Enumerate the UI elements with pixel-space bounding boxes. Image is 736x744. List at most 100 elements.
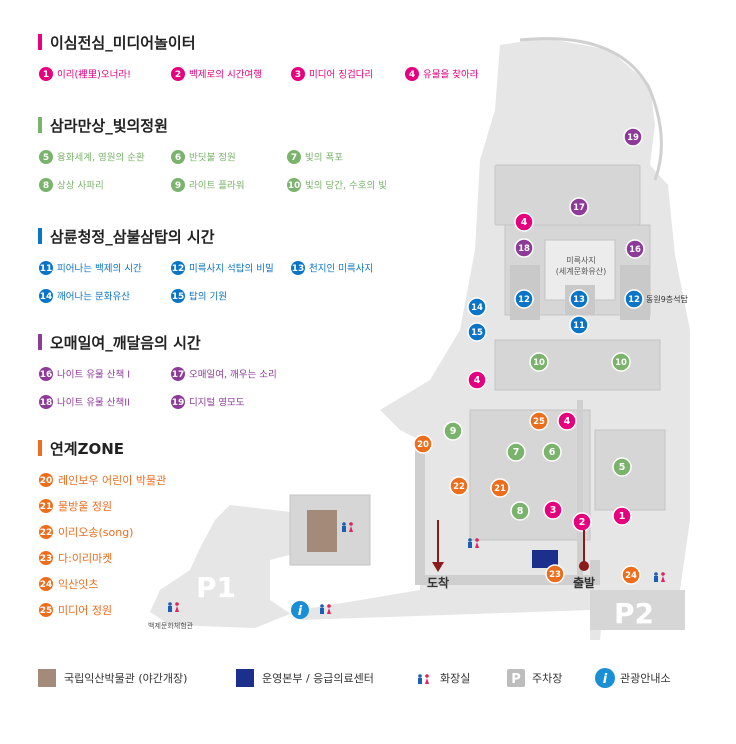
toilet-legend-icon <box>418 674 429 684</box>
map-marker-24[interactable] <box>621 565 641 585</box>
map-marker-16[interactable] <box>625 239 645 259</box>
info-center-icon[interactable] <box>291 601 309 619</box>
map-marker-number: 2 <box>579 517 586 528</box>
map-marker-10[interactable] <box>611 352 631 372</box>
parking-lot-2 <box>590 590 685 630</box>
program-number: 18 <box>40 398 53 408</box>
program-number: 8 <box>43 181 49 191</box>
program-number: 1 <box>43 70 49 80</box>
map-marker-22[interactable] <box>449 476 469 496</box>
map-marker-23[interactable] <box>545 564 565 584</box>
program-label[interactable]: 미디어 정원 <box>58 604 112 617</box>
map-marker-21[interactable] <box>490 478 510 498</box>
map-marker-11[interactable] <box>569 315 589 335</box>
map-marker-14[interactable] <box>467 297 487 317</box>
program-label[interactable]: 반딧불 정원 <box>189 153 236 164</box>
program-label[interactable]: 깨어나는 문화유산 <box>57 291 130 303</box>
map-marker-25[interactable] <box>529 411 549 431</box>
program-label[interactable]: 융화세계, 영원의 순환 <box>57 152 145 164</box>
exhibition-hall-label: 백제문화체험관 <box>148 621 194 630</box>
program-label[interactable]: 물방울 정원 <box>58 500 112 513</box>
hill-edge <box>519 37 663 181</box>
program-label[interactable]: 이리(裡里)오너라! <box>57 69 131 81</box>
toilet-icon <box>654 572 665 582</box>
program-label[interactable]: 빛의 폭포 <box>305 153 343 164</box>
map-marker-number: 12 <box>518 295 530 305</box>
map-marker-number: 8 <box>517 506 524 517</box>
program-label[interactable]: 디지털 영모도 <box>189 397 245 409</box>
map-marker-20[interactable] <box>413 434 433 454</box>
map-marker-number: 3 <box>550 505 557 516</box>
program-label[interactable]: 천지인 미륵사지 <box>309 264 373 275</box>
program-number-badge <box>39 577 53 591</box>
toilet-legend-label: 화장실 <box>440 672 470 685</box>
main-road <box>415 440 600 585</box>
map-marker-number: 15 <box>471 328 483 338</box>
program-number: 22 <box>40 528 53 538</box>
program-label[interactable]: 탑의 기원 <box>189 291 227 303</box>
program-label[interactable]: 빛의 당간, 수호의 빛 <box>305 181 387 192</box>
program-label[interactable]: 오매일여, 깨우는 소리 <box>189 369 277 381</box>
program-label[interactable]: 미디어 징검다리 <box>309 69 373 81</box>
map-marker-number: 13 <box>573 295 585 305</box>
program-number: 12 <box>172 264 185 274</box>
program-number-badge <box>39 603 53 617</box>
program-label[interactable]: 미륵사지 석탑의 비밀 <box>189 263 274 275</box>
program-label[interactable]: 백제로의 시간여행 <box>189 69 262 81</box>
map-marker-9[interactable] <box>443 421 463 441</box>
program-label[interactable]: 피어나는 백제의 시간 <box>57 264 142 275</box>
program-number-badge <box>171 150 185 164</box>
map-marker-12[interactable] <box>514 289 534 309</box>
program-number-badge <box>171 261 185 275</box>
map-marker-8[interactable] <box>510 501 530 521</box>
program-label[interactable]: 라이트 플라워 <box>189 181 244 192</box>
map-marker-5[interactable] <box>612 457 632 477</box>
map-marker-4[interactable] <box>557 411 577 431</box>
map-marker-number: 7 <box>513 447 520 458</box>
info-legend-label: 관광안내소 <box>620 672 671 685</box>
map-marker-number: 12 <box>628 295 640 305</box>
program-number: 19 <box>172 398 185 408</box>
parking-legend-icon <box>507 669 525 687</box>
map-marker-3[interactable] <box>543 500 563 520</box>
section-title: 삼륜청정_삼불삼탑의 시간 <box>50 228 215 246</box>
map-marker-number: 6 <box>549 447 556 458</box>
program-number-badge <box>39 525 53 539</box>
map-marker-15[interactable] <box>467 322 487 342</box>
map-marker-18[interactable] <box>514 238 534 258</box>
map-marker-4[interactable] <box>467 370 487 390</box>
program-number-badge <box>39 499 53 513</box>
map-marker-number: 20 <box>417 440 429 450</box>
program-label[interactable]: 다:이리마켓 <box>58 552 112 565</box>
map-marker-4[interactable] <box>514 212 534 232</box>
program-label[interactable]: 나이트 유물 산책II <box>57 398 130 409</box>
toilet-icon <box>342 522 353 532</box>
map-marker-12[interactable] <box>624 289 644 309</box>
program-number: 6 <box>175 153 181 163</box>
map-marker-number: 19 <box>627 133 639 143</box>
program-label[interactable]: 익산잇츠 <box>58 578 98 591</box>
map-marker-17[interactable] <box>569 197 589 217</box>
map-marker-1[interactable] <box>612 506 632 526</box>
program-number: 11 <box>40 264 53 274</box>
map-marker-2[interactable] <box>572 512 592 532</box>
info-center-glyph: i <box>298 604 303 619</box>
toilet-icon <box>168 602 179 612</box>
map-marker-7[interactable] <box>506 442 526 462</box>
map-marker-number: 4 <box>564 416 571 427</box>
program-label[interactable]: 상상 사파리 <box>57 181 104 192</box>
program-label[interactable]: 레인보우 어린이 박물관 <box>58 474 166 487</box>
section-title: 연계ZONE <box>50 440 124 458</box>
map-marker-13[interactable] <box>569 289 589 309</box>
map-marker-10[interactable] <box>529 352 549 372</box>
map-marker-6[interactable] <box>542 442 562 462</box>
map-marker-number: 14 <box>471 303 483 313</box>
program-label[interactable]: 유물을 찾아라 <box>423 70 479 81</box>
program-label[interactable]: 이리오송(song) <box>58 526 133 539</box>
map-marker-19[interactable] <box>623 127 643 147</box>
program-number: 25 <box>40 606 53 616</box>
program-label[interactable]: 나이트 유물 산책 I <box>57 370 130 381</box>
